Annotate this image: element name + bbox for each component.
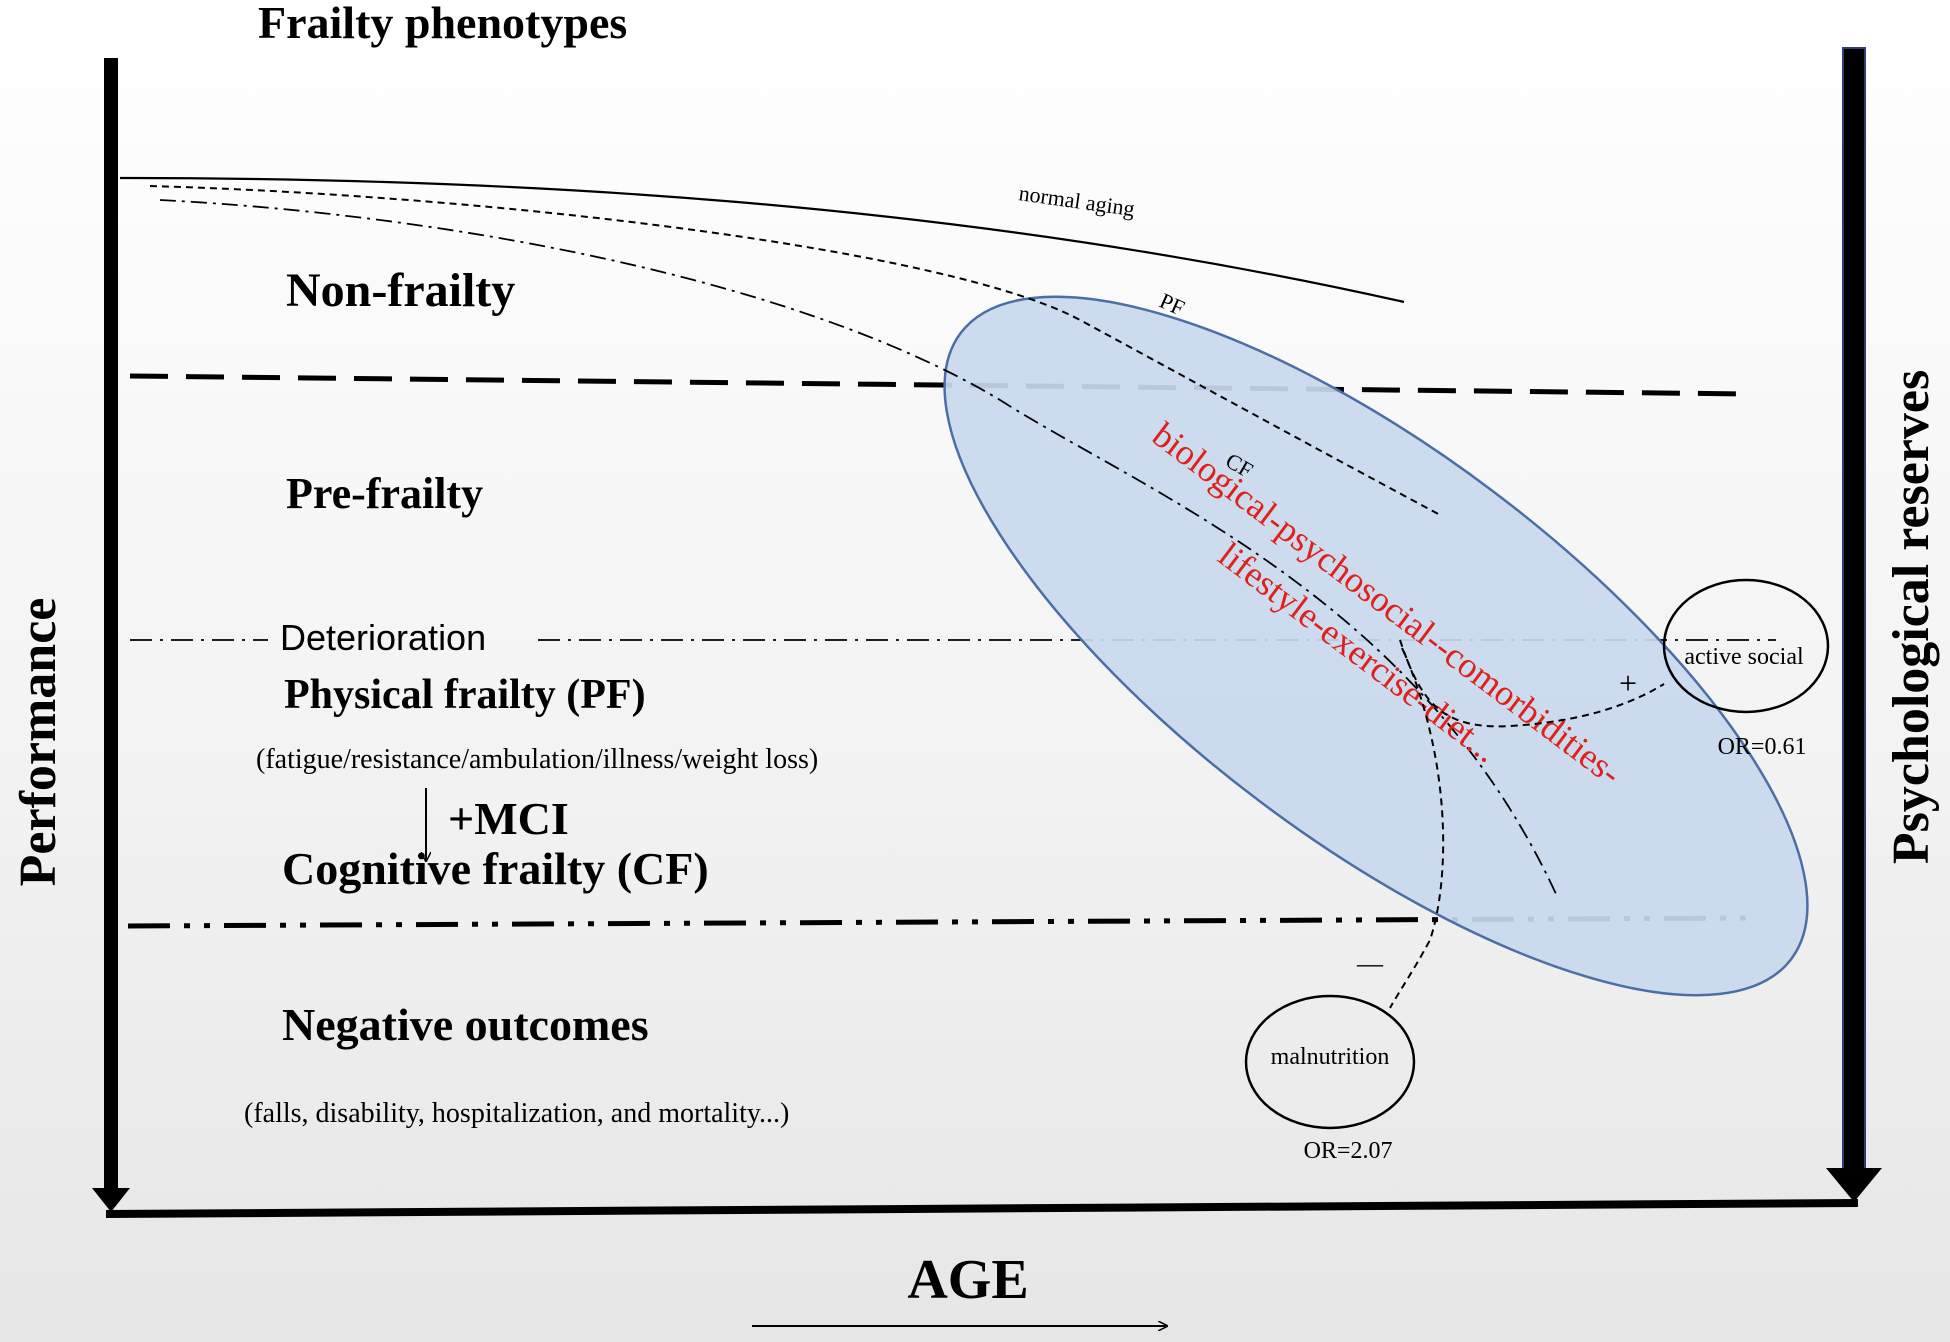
cognitive-frailty-label: Cognitive frailty (CF) [282, 843, 709, 894]
malnutrition-circle [1244, 994, 1416, 1130]
left-axis [92, 58, 130, 1212]
active-social-circle [1662, 578, 1830, 714]
right-axis [1826, 47, 1882, 1202]
physical-frailty-detail: (fatigue/resistance/ambulation/illness/w… [256, 744, 818, 775]
physical-frailty-label: Physical frailty (PF) [284, 672, 646, 718]
mci-label: +MCI [448, 793, 569, 844]
negative-outcomes-detail: (falls, disability, hospitalization, and… [244, 1098, 789, 1129]
pf-curve [149, 185, 1443, 517]
normal-aging-label: normal aging [1017, 180, 1136, 221]
age-label: AGE [907, 1249, 1028, 1311]
active-social-connector [1399, 639, 1665, 728]
non-frailty-label: Non-frailty [286, 264, 515, 317]
non-frailty-divider [129, 373, 1753, 397]
active-social-or: OR=0.61 [1718, 734, 1807, 760]
negative-outcomes-label: Negative outcomes [282, 999, 649, 1050]
left-axis-label: Performance [10, 598, 67, 887]
malnutrition-label: malnutrition [1271, 1044, 1390, 1070]
bottom-axis [105, 1199, 1859, 1218]
pre-frailty-label: Pre-frailty [286, 469, 483, 518]
right-axis-label: Psychological reserves [1883, 370, 1940, 864]
malnutrition-or: OR=2.07 [1304, 1138, 1393, 1164]
active-social-label: active social [1684, 644, 1804, 670]
diagram-title: Frailty phenotypes [258, 0, 627, 48]
normal-aging-curve [119, 176, 1405, 304]
active-social-sign: + [1619, 665, 1637, 701]
deterioration-label: Deterioration [280, 617, 486, 658]
malnutrition-sign: — [1356, 949, 1384, 978]
risk-factor-ellipse [943, 295, 1809, 997]
cf-curve [159, 199, 1557, 895]
malnutrition-connector [1389, 647, 1445, 1009]
